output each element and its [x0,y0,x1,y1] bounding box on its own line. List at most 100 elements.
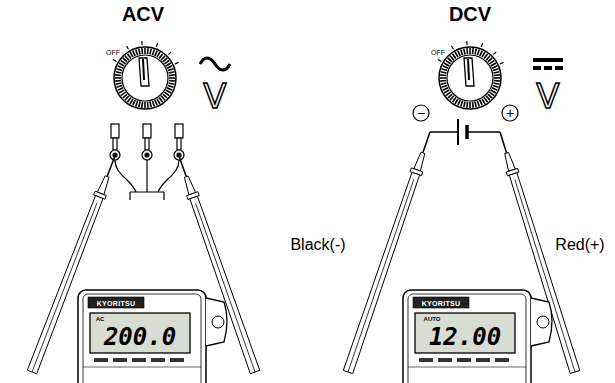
drawing-stroke [94,358,108,362]
polarity-sign: + [506,106,514,120]
drawing-stroke [164,60,169,64]
drawing-stroke [469,48,471,54]
drawing-stroke [90,313,190,353]
drawing-stroke [446,92,451,96]
multimeter-body [78,290,227,383]
drawing-stroke [494,80,500,82]
dial-position: OFF [431,49,445,56]
drawing-stroke [150,101,151,107]
drawing-stroke [472,102,474,108]
drawing-stroke [130,99,133,104]
drawing-stroke [423,132,430,153]
drawing-stroke [166,63,171,66]
drawing-stroke [482,52,485,57]
drawing-stroke [143,59,144,80]
drawing-stroke [438,358,452,362]
drawing-stroke [447,55,493,101]
rotary-dial [438,41,504,109]
drawing-stroke [457,358,471,362]
drawing-stroke [464,101,465,107]
drawing-stroke [440,80,446,82]
ac-wave-symbol [200,58,230,70]
drawing-stroke [489,60,494,64]
drawing-stroke [415,313,515,353]
drawing-stroke [139,58,149,86]
drawing-stroke [492,66,497,68]
drawing-stroke [206,298,227,346]
drawing-stroke [147,102,149,108]
drawing-stroke [475,49,476,55]
drawing-stroke [477,49,479,55]
outlet-terminals [110,124,184,200]
drawing-stroke [116,85,122,87]
drawing-stroke [482,99,485,104]
drawing-stroke [141,102,143,108]
volt-symbol: V [203,79,226,113]
drawing-stroke [122,55,168,101]
drawing-stroke [531,298,552,346]
drawing-stroke [156,43,157,47]
drawing-stroke [493,85,499,87]
drawing-stroke [179,156,186,177]
drawing-stroke [132,358,146,362]
drawing-stroke [141,48,143,54]
drawing-stroke [441,72,447,73]
drawing-stroke [83,367,201,368]
drawing-stroke [455,99,458,104]
drawing-stroke [494,74,500,76]
drawing-stroke [493,72,499,73]
lead-label: Black(-) [290,237,345,253]
drawing-stroke [159,97,163,102]
drawing-stroke [464,58,474,86]
drawing-stroke [495,358,509,362]
drawing-stroke [212,316,224,328]
drawing-stroke [481,43,482,47]
drawing-stroke [116,83,122,84]
drawing-stroke [78,290,206,383]
drawing-stroke [444,90,449,93]
drawing-stroke [144,48,146,54]
drawing-stroke [475,101,476,107]
drawing-stroke [492,88,497,90]
drawing-stroke [441,85,447,87]
mode-heading: DCV [449,4,491,24]
drawing-stroke [157,52,160,57]
drawing-stroke [438,60,441,62]
drawing-stroke [441,69,447,71]
drawing-stroke [169,80,175,82]
display-reading: 12.00 [429,325,501,349]
drawing-stroke [443,88,448,90]
drawing-stroke [477,101,479,107]
drawing-stroke [118,88,123,90]
drawing-stroke [491,90,496,93]
drawing-stroke [116,72,122,73]
drawing-stroke [168,83,174,84]
drawing-stroke [472,48,474,54]
drawing-stroke [127,54,131,59]
drawing-stroke [452,54,456,59]
drawing-stroke [461,49,463,55]
multimeter-body [403,290,552,383]
drawing-stroke [466,48,468,54]
drawing-stroke [83,294,201,383]
drawing-stroke [500,62,504,64]
drawing-stroke [133,100,135,105]
drawing-stroke [466,41,468,45]
drawing-stroke [468,59,469,80]
drawing-stroke [414,152,425,171]
drawing-stroke [168,85,174,87]
drawing-stroke [476,358,490,362]
drawing-stroke [136,101,138,107]
display-indicator: AUTO [424,316,441,322]
drawing-stroke [452,46,454,49]
drawing-stroke [455,52,458,57]
drawing-stroke [493,52,496,55]
drawing-stroke [493,69,499,71]
drawing-stroke [440,77,446,79]
drawing-stroke [118,66,123,68]
drawing-stroke [461,101,463,107]
drawing-stroke [115,77,121,79]
drawing-stroke [139,49,140,55]
drawing-stroke [480,51,482,56]
